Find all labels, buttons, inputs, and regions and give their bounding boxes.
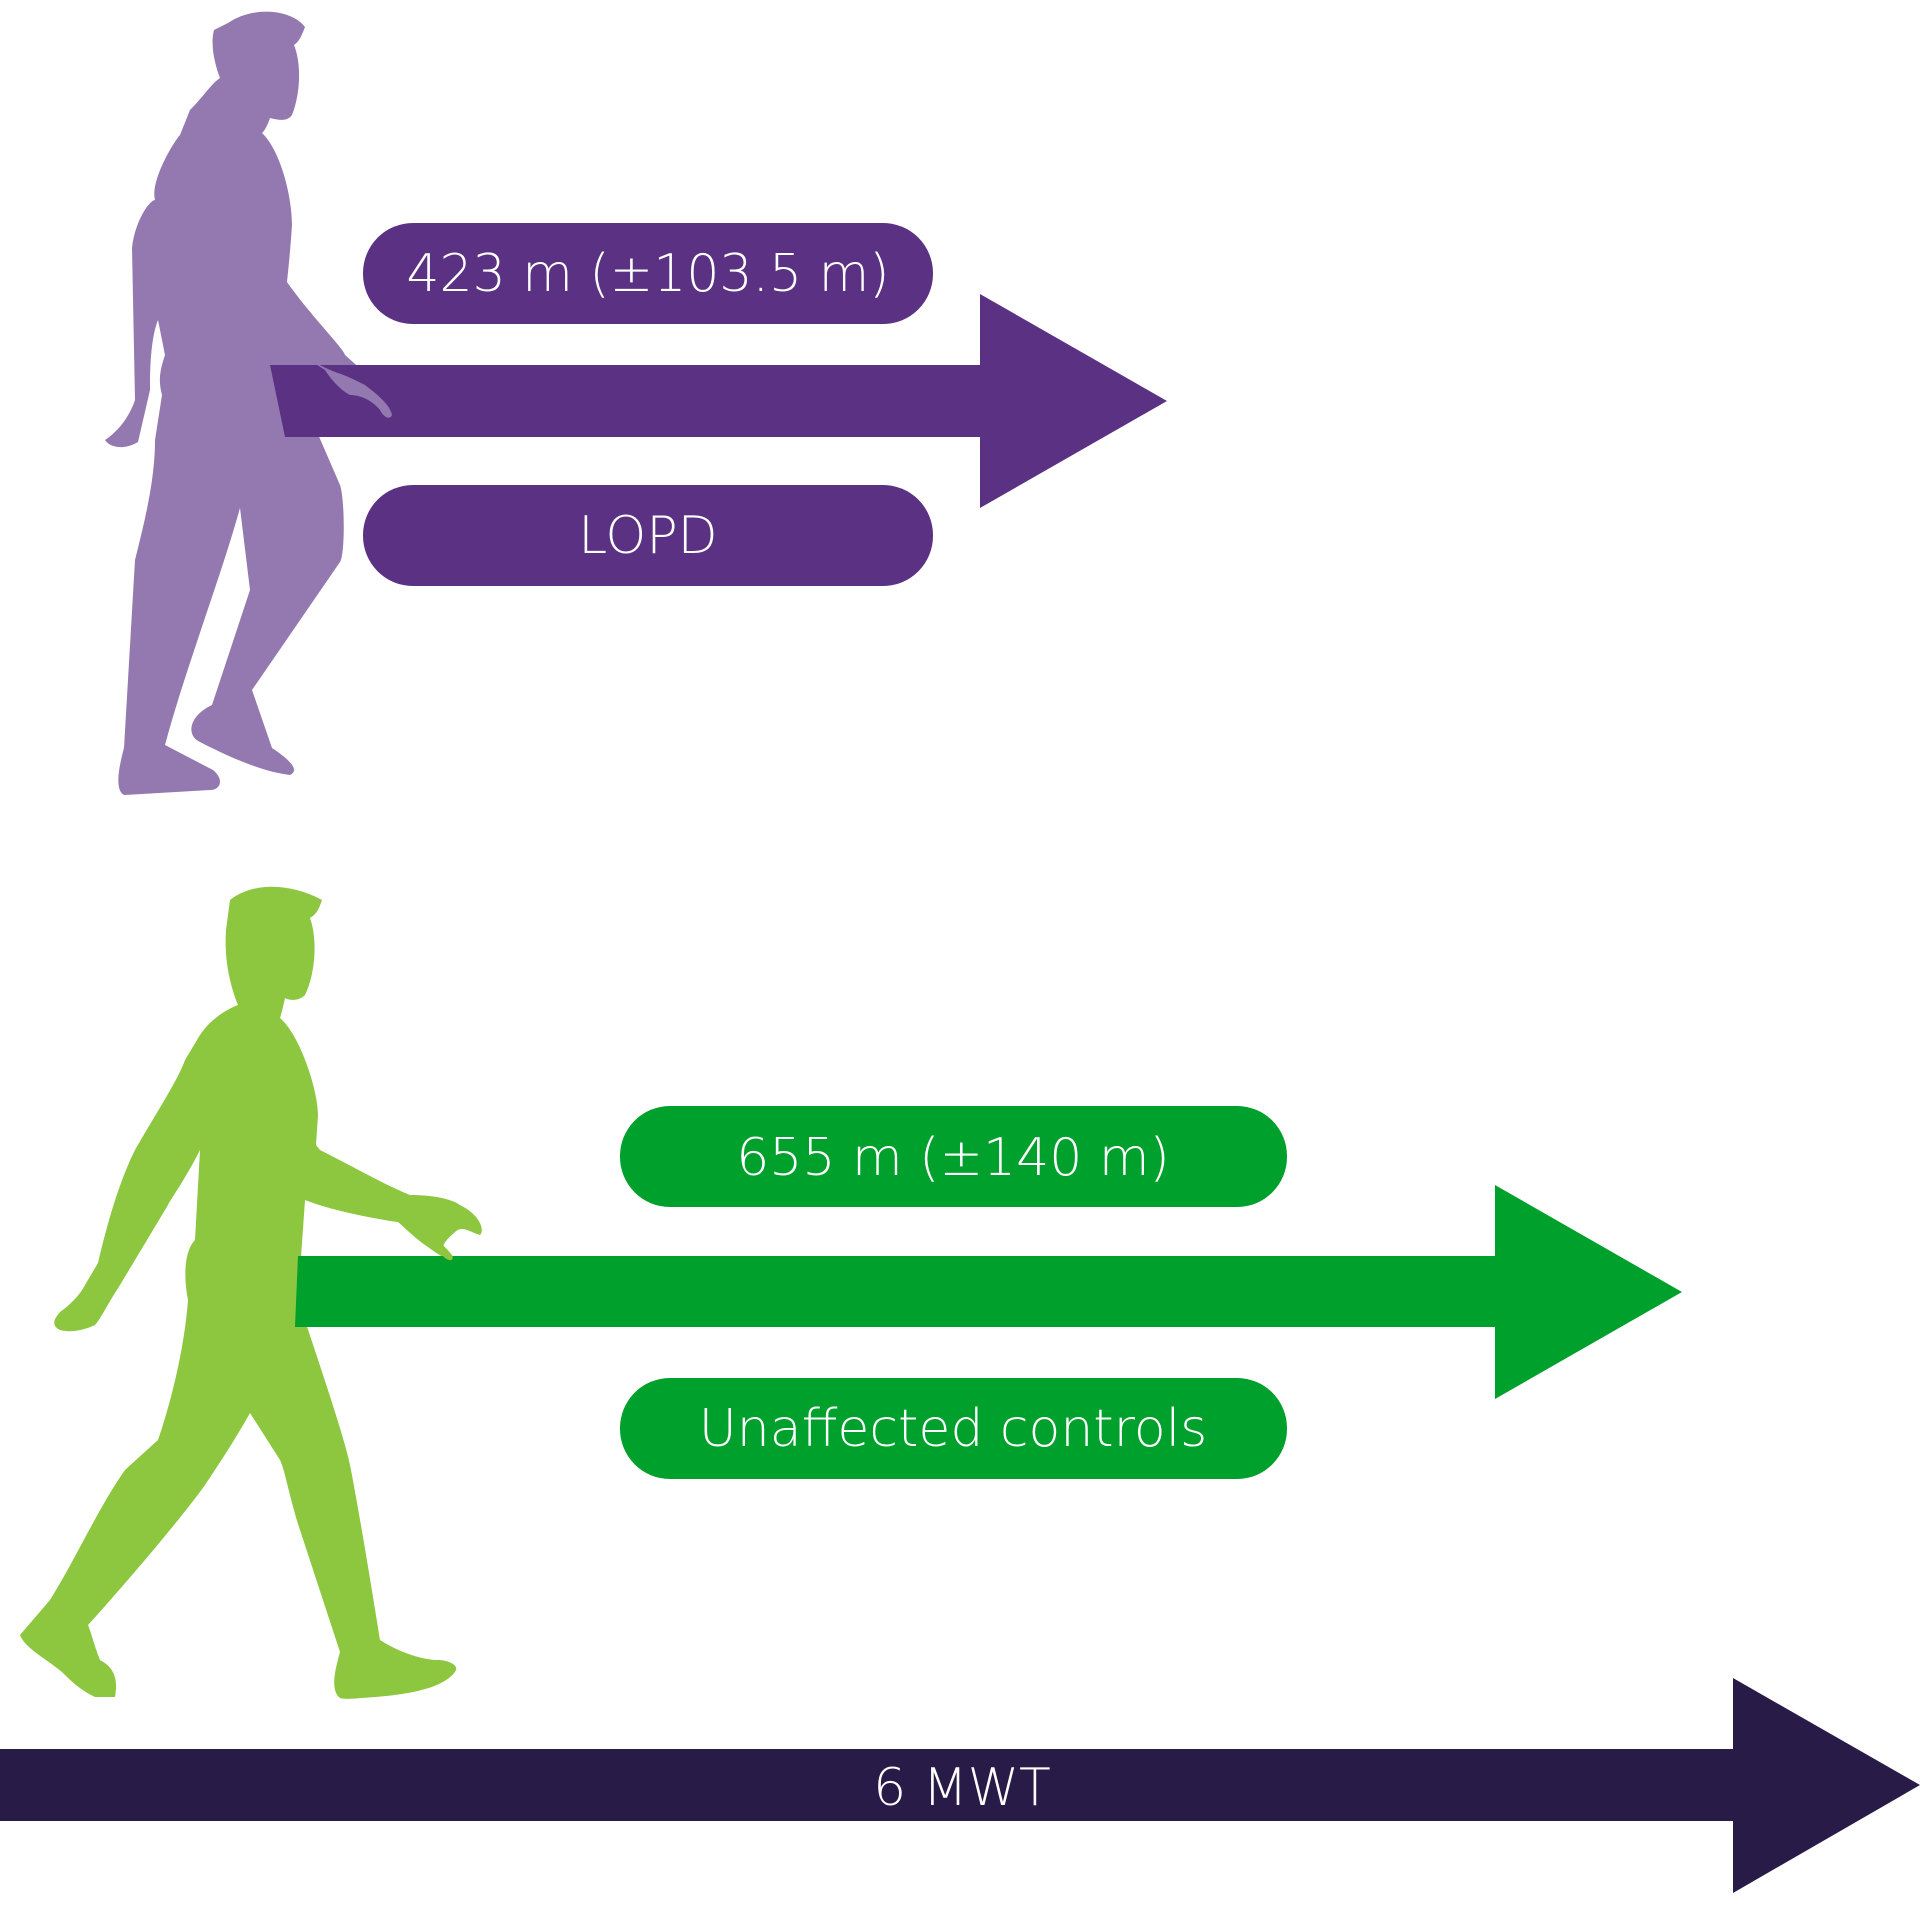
lopd-label-pill <box>363 485 933 586</box>
lopd-walking-person-icon <box>105 11 392 795</box>
lopd-distance-text: 423 m (±103.5 m) <box>406 244 889 304</box>
lopd-arm-overlay <box>278 340 392 418</box>
control-distance-badge: 655 m (±140 m) <box>620 1106 1287 1207</box>
control-distance-pill <box>620 1106 1287 1207</box>
control-arrow-shape <box>295 1185 1682 1399</box>
lopd-distance-arrow <box>270 294 1167 508</box>
six-mwt-axis-arrow: 6 MWT <box>0 1678 1920 1893</box>
control-group-badge: Unaffected controls <box>620 1378 1287 1479</box>
lopd-distance-badge: 423 m (±103.5 m) <box>363 223 933 324</box>
lopd-arrow-shape <box>270 294 1167 508</box>
lopd-group-label: LOPD <box>578 506 717 566</box>
lopd-group-badge: LOPD <box>363 485 933 586</box>
control-distance-text: 655 m (±140 m) <box>736 1128 1170 1188</box>
axis-arrow-shape <box>0 1678 1920 1893</box>
axis-label: 6 MWT <box>873 1758 1051 1818</box>
control-walking-person-icon <box>20 886 482 1699</box>
lopd-distance-pill <box>363 223 933 324</box>
control-label-pill <box>620 1378 1287 1479</box>
control-group-label: Unaffected controls <box>699 1399 1208 1459</box>
control-hand-overlay <box>410 1218 453 1261</box>
control-distance-arrow <box>295 1185 1682 1399</box>
